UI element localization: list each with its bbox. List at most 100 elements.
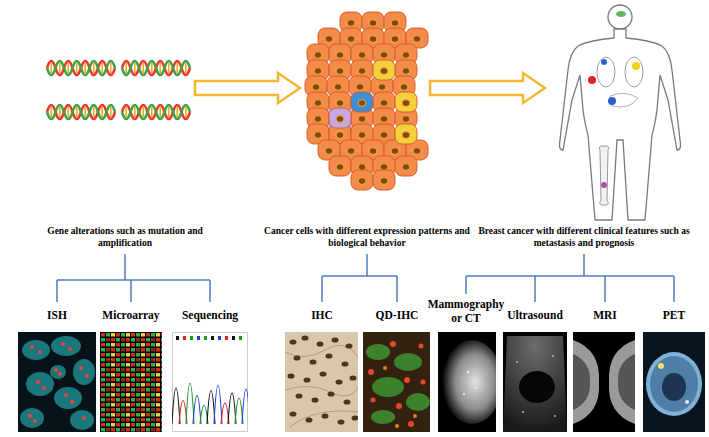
mammography-image (475, 387, 477, 389)
cells-illustration (351, 170, 373, 190)
stage-caption: Breast cancer with different clinical fe… (475, 226, 693, 250)
ihc-image (317, 341, 324, 346)
sequencing-image (228, 393, 236, 424)
qd-ihc-image (383, 366, 417, 428)
ihc-image (290, 339, 297, 344)
pet-image (643, 332, 705, 432)
qd-ihc-image (371, 410, 395, 424)
stage-caption: Cancer cells with different expression p… (261, 226, 473, 250)
ish-image (26, 372, 54, 396)
body-illustration (599, 146, 608, 205)
qd-ihc-image (421, 380, 426, 385)
ihc-image (306, 417, 313, 422)
method-label: IHC (287, 309, 357, 323)
stage-figure: Breast cancer with different clinical fe… (545, 2, 690, 223)
sequencing-image (176, 336, 179, 340)
sequencing-image (204, 336, 207, 340)
sequencing-image (193, 396, 201, 425)
body-illustration (601, 59, 607, 65)
qd-ihc-image (363, 332, 430, 432)
method-label: PET (642, 309, 706, 323)
ish-image (70, 410, 94, 430)
ish-image (64, 393, 68, 397)
ihc-image (296, 393, 303, 398)
ish-image (68, 347, 72, 351)
flow-arrow (430, 73, 545, 103)
qd-ihc-image (396, 403, 402, 409)
cells-illustration (373, 170, 395, 190)
mammography-image (438, 332, 502, 432)
ish-image (82, 416, 86, 420)
ihc-image (328, 391, 335, 396)
ish-image (58, 372, 62, 376)
ihc-image (302, 335, 309, 340)
mri-image (573, 332, 635, 432)
dna-illustration (47, 61, 190, 119)
qd-ihc-image (395, 424, 399, 428)
ish-image (70, 400, 74, 404)
ish-image (28, 342, 89, 423)
pet-image (650, 356, 698, 412)
ihc-image (342, 361, 349, 366)
stage-figure: Gene alterations such as mutation and am… (40, 45, 195, 223)
ish-image (28, 414, 32, 418)
mammography-image (463, 371, 477, 395)
ultrasound-image (503, 332, 567, 432)
ish-image (42, 386, 46, 390)
sequencing-image (211, 336, 214, 340)
ihc-image (350, 375, 357, 380)
ish-image (51, 336, 81, 356)
ish-image (85, 374, 89, 378)
qd-ihc-image (368, 369, 374, 375)
qd-ihc-image (408, 421, 414, 427)
sequencing-image (172, 383, 250, 424)
microarray-image (100, 332, 162, 432)
sequencing-image (172, 388, 180, 424)
qd-ihc-image (419, 344, 424, 349)
ultrasound-image (516, 361, 518, 363)
qd-ihc-image (404, 377, 410, 383)
ihc-image (285, 332, 359, 432)
sequencing-image (218, 336, 221, 340)
cells-illustration (395, 92, 417, 112)
qd-ihc-image (413, 414, 417, 418)
ihc-image (294, 355, 301, 360)
sequencing-image (186, 383, 194, 424)
mammography-image (442, 340, 502, 424)
ihc-image (310, 359, 317, 364)
sequencing-image (173, 333, 248, 432)
cells-illustration (329, 108, 351, 128)
mammography-image (467, 371, 469, 373)
ish-image (22, 340, 50, 360)
method-label: Ultrasound (500, 309, 570, 323)
dna-illustration (122, 105, 190, 119)
ihc-image (288, 373, 295, 378)
ultrasound-image (522, 411, 524, 413)
cells-illustration (305, 12, 428, 190)
body-illustration (601, 182, 607, 188)
sequencing-image (232, 336, 235, 340)
sequencing-image (214, 386, 222, 425)
mri-image (573, 354, 590, 410)
sequencing-image (197, 336, 200, 340)
ish-image (18, 332, 96, 432)
ish-image (38, 350, 42, 354)
sequencing-image (172, 333, 250, 432)
cells-illustration (395, 124, 417, 144)
bracket (57, 254, 674, 302)
qd-ihc-image (366, 344, 430, 424)
pet-image (643, 332, 705, 432)
sequencing-image (183, 336, 186, 340)
ish-image (20, 408, 44, 428)
sequencing-image (242, 389, 250, 424)
ihc-image (322, 413, 329, 418)
ihc-image (346, 343, 353, 348)
ish-image (50, 365, 66, 379)
qd-ihc-image (390, 341, 396, 347)
ish-image (30, 345, 34, 349)
ish-image (73, 359, 95, 385)
ihc-image (312, 397, 319, 402)
body-illustration (597, 57, 615, 87)
cells-illustration (351, 92, 373, 112)
